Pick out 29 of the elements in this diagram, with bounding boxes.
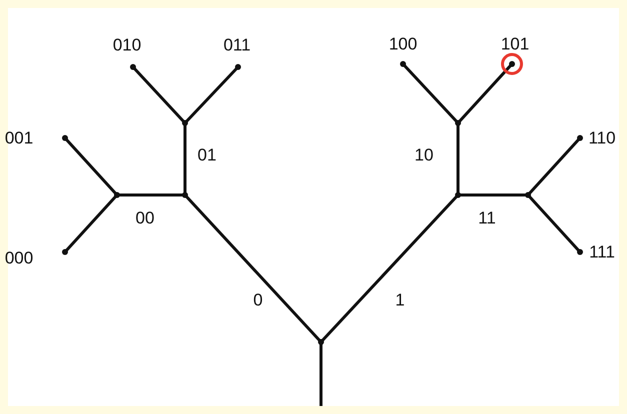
leaf-label: 111 <box>589 244 615 260</box>
edge-label: 1 <box>395 292 405 308</box>
tree-branch <box>184 123 186 195</box>
tree-branch <box>184 194 322 344</box>
tree-branch <box>64 194 118 254</box>
edge-label: 11 <box>478 210 496 226</box>
leaf-label: 110 <box>588 130 616 146</box>
leaf-label: 100 <box>388 36 418 52</box>
tree-branch <box>320 342 322 406</box>
tree-branch <box>184 66 240 124</box>
tree-branch <box>526 136 582 196</box>
tree-branch <box>132 66 186 124</box>
tree-branch <box>320 194 460 344</box>
tree-branch <box>64 136 118 196</box>
leaf-label: 001 <box>4 130 34 146</box>
edge-label: 10 <box>414 146 434 164</box>
edge-label: 0 <box>253 292 263 308</box>
leaf-label: 011 <box>223 36 251 54</box>
leaf-label: 010 <box>112 36 142 54</box>
tree-branch <box>456 62 514 124</box>
leaf-label: 101 <box>500 36 530 52</box>
edge-label: 01 <box>198 146 216 164</box>
tree-branch <box>402 62 460 124</box>
edge-label: 00 <box>136 210 154 226</box>
tree-branch <box>456 123 460 195</box>
leaf-label: 000 <box>4 250 34 266</box>
tree-branch <box>526 194 582 254</box>
tree-branch <box>458 194 528 196</box>
tree-branch <box>117 194 185 196</box>
